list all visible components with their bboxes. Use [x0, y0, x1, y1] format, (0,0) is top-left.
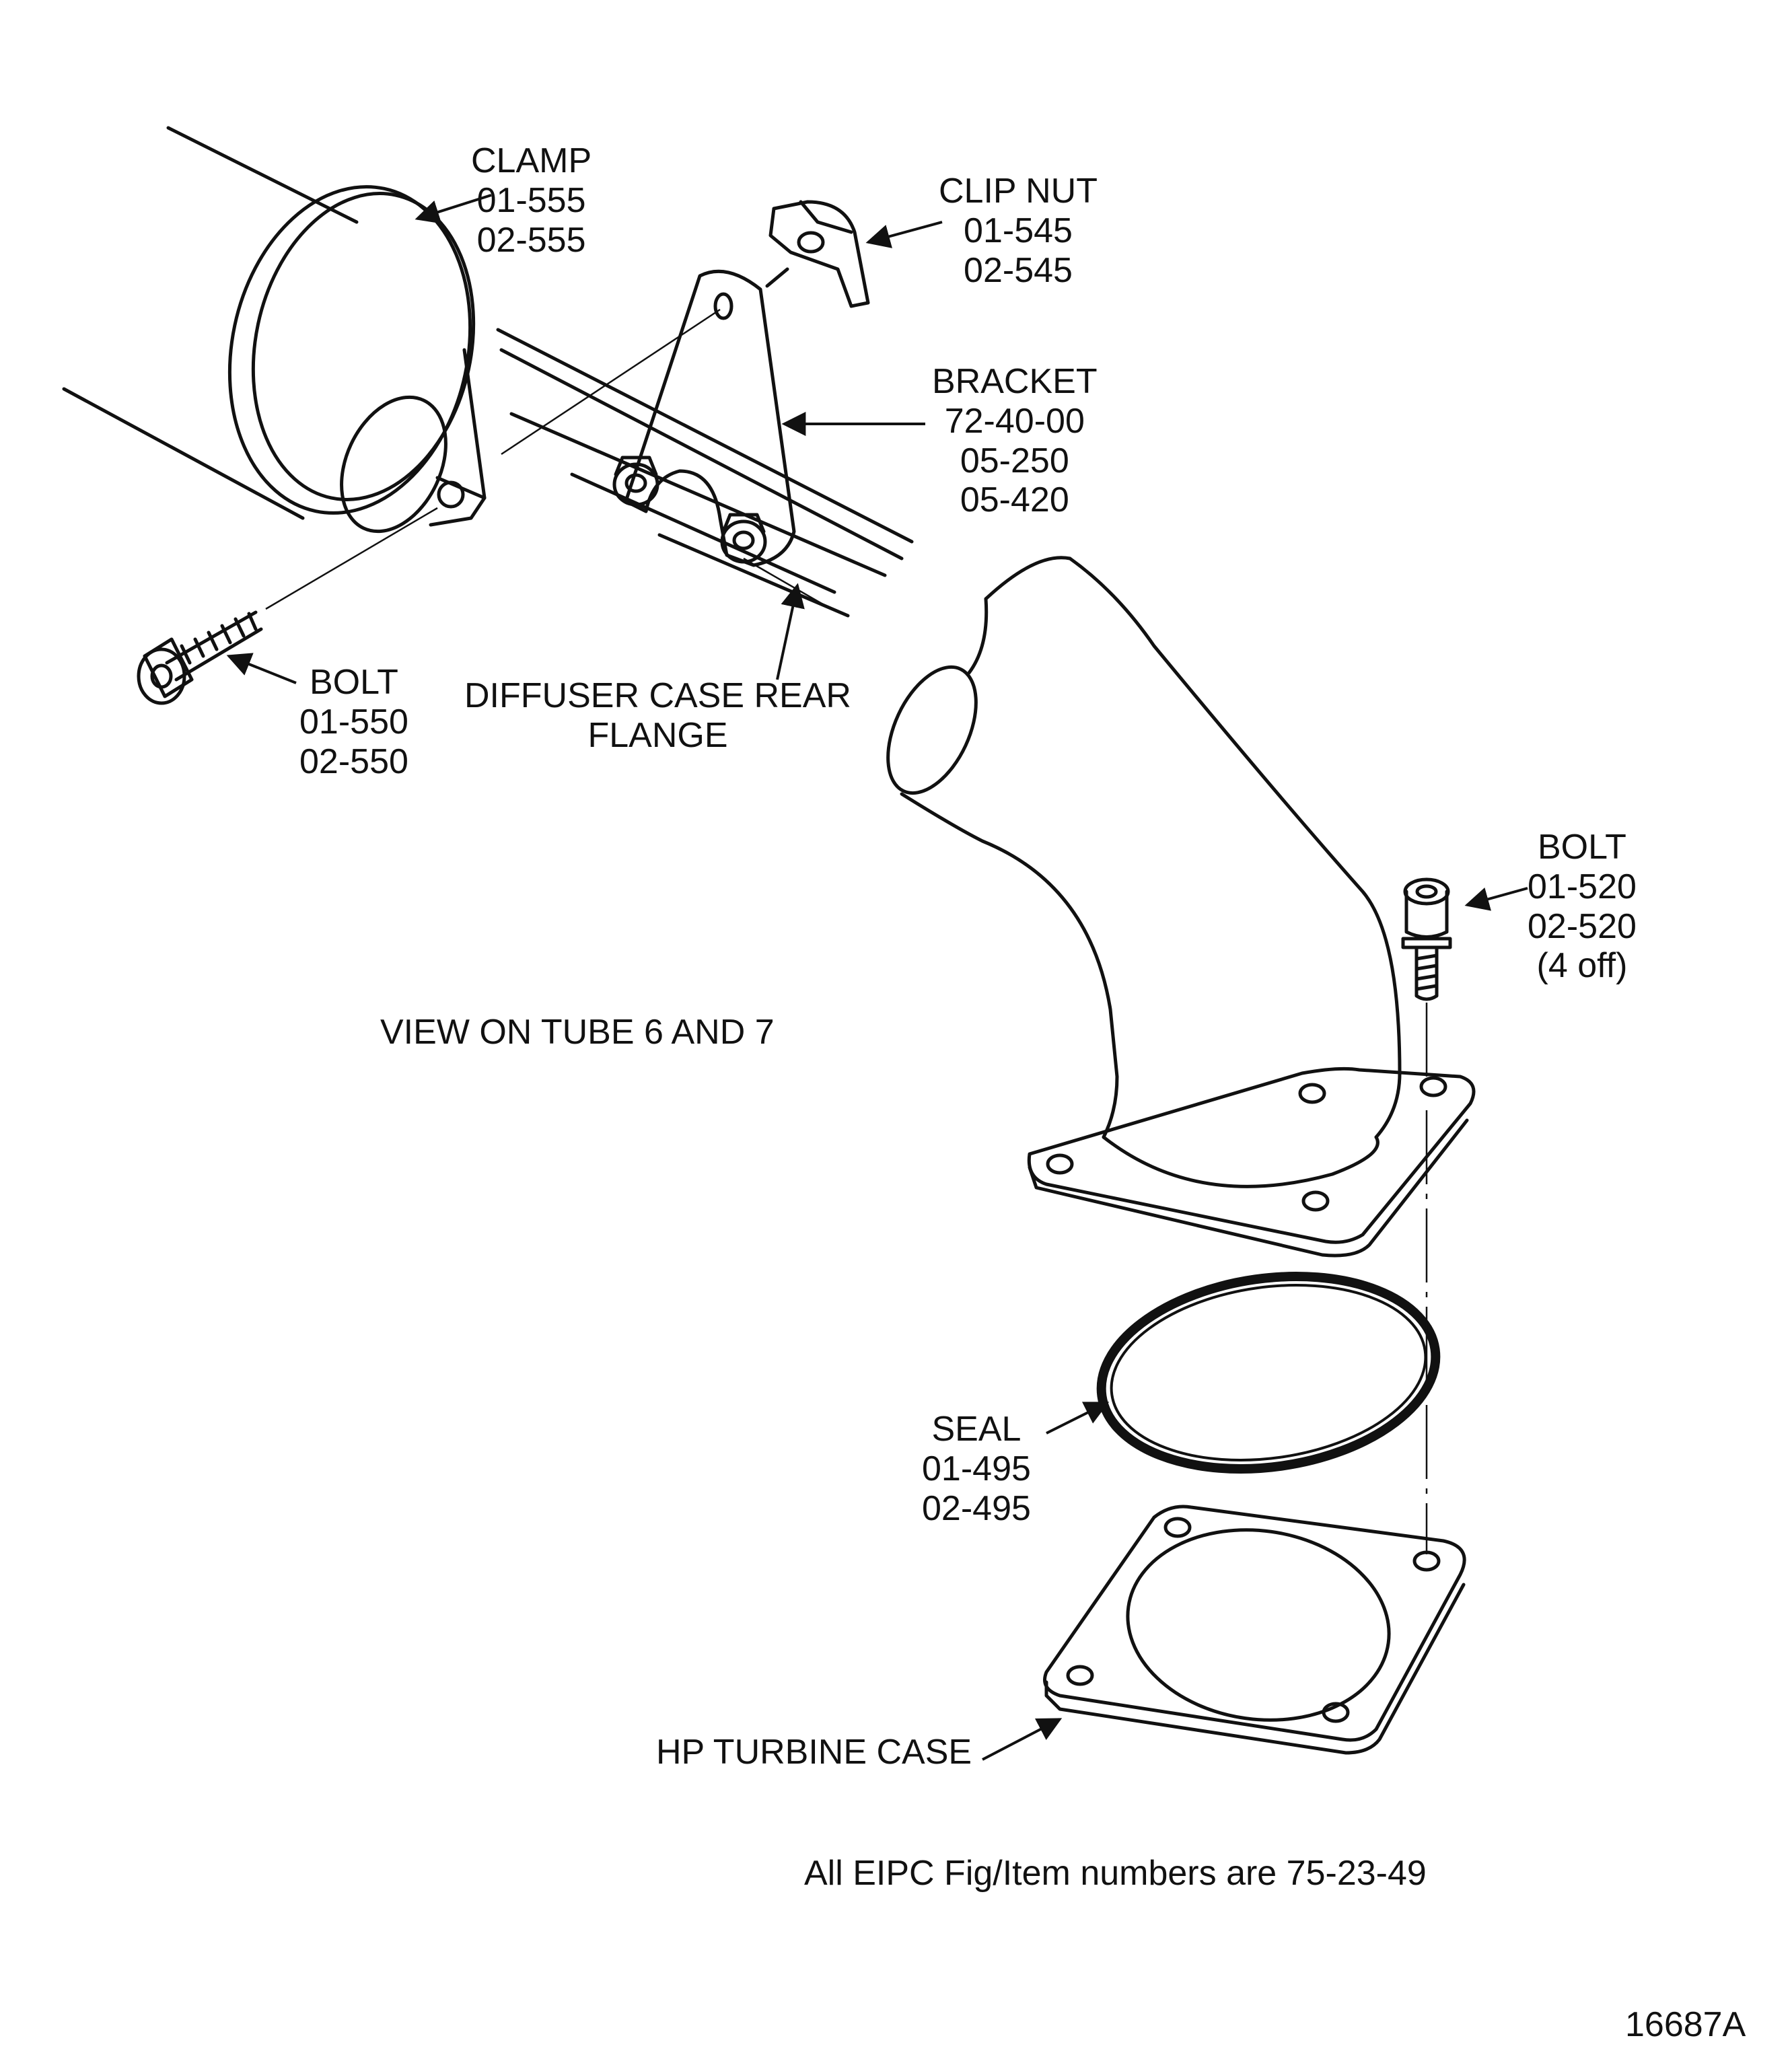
seal-ring-drawing — [1096, 1272, 1441, 1474]
seal-item-2: 02-495 — [922, 1488, 1031, 1528]
clip-nut-item-2: 02-545 — [964, 250, 1073, 290]
turbine-case-flange-drawing — [1043, 1505, 1466, 1755]
bolt-left-callout: BOLT 01-550 02-550 — [299, 663, 408, 781]
footnote: All EIPC Fig/Item numbers are 75-23-49 — [804, 1854, 1427, 1893]
alignment-lines — [265, 308, 1428, 1554]
bracket-item-1: 72-40-00 — [944, 401, 1085, 441]
diffuser-flange-drawing — [496, 328, 914, 618]
clip-nut-label: CLIP NUT — [939, 172, 1098, 211]
clip-nut-drawing — [768, 200, 870, 308]
figure-number: 16687A — [1625, 2005, 1746, 2044]
seal-label: SEAL — [931, 1410, 1022, 1449]
bolt-right-item-3: (4 off) — [1536, 946, 1628, 986]
bolt-right-item-2: 02-520 — [1528, 906, 1637, 946]
diffuser-callout: DIFFUSER CASE REAR FLANGE — [464, 676, 851, 756]
clamp-callout: CLAMP 01-555 02-555 — [471, 141, 592, 260]
bracket-nut-drawing — [612, 456, 767, 564]
bolt-drawing-right — [1401, 877, 1452, 1001]
clamp-leader-arrow — [415, 194, 492, 224]
clip-nut-leader-arrow — [865, 221, 943, 248]
bracket-item-2: 05-250 — [960, 441, 1069, 480]
bolt-left-item-1: 01-550 — [299, 702, 408, 742]
seal-leader-arrow — [1046, 1402, 1110, 1435]
diffuser-label-line-2: FLANGE — [587, 715, 728, 755]
bolt-left-item-2: 02-550 — [299, 742, 408, 781]
bolt-right-leader-arrow — [1464, 887, 1528, 911]
bolt-right-item-1: 01-520 — [1528, 867, 1637, 906]
hp-turbine-case-label: HP TURBINE CASE — [656, 1733, 972, 1772]
clamp-item-1: 01-555 — [476, 180, 586, 220]
clamp-drawing — [227, 185, 487, 534]
clamp-label: CLAMP — [471, 141, 592, 180]
diffuser-label-line-1: DIFFUSER CASE REAR — [464, 676, 851, 715]
clip-nut-item-1: 01-545 — [964, 211, 1073, 250]
bracket-item-3: 05-420 — [960, 480, 1069, 520]
seal-callout: SEAL 01-495 02-495 — [922, 1410, 1031, 1528]
bolt-drawing-left — [137, 610, 263, 705]
bracket-drawing — [624, 267, 796, 567]
clip-nut-callout: CLIP NUT 01-545 02-545 — [939, 172, 1098, 290]
hp-turbine-case-leader-arrow — [982, 1718, 1063, 1761]
bolt-right-label: BOLT — [1537, 828, 1626, 867]
bracket-callout: BRACKET 72-40-00 05-250 05-420 — [932, 362, 1098, 520]
view-caption: VIEW ON TUBE 6 AND 7 — [380, 1013, 775, 1052]
bracket-label: BRACKET — [932, 362, 1098, 401]
seal-item-1: 01-495 — [922, 1449, 1031, 1488]
bolt-left-leader-arrow — [226, 653, 297, 684]
elbow-tube-drawing — [886, 556, 1476, 1258]
bolt-right-callout: BOLT 01-520 02-520 (4 off) — [1528, 828, 1637, 986]
clamp-item-2: 02-555 — [476, 220, 586, 260]
diffuser-leader-arrow — [776, 583, 805, 680]
leader-arrows — [226, 194, 1528, 1761]
tube-drawing — [62, 126, 359, 520]
bolt-left-label: BOLT — [309, 663, 398, 702]
